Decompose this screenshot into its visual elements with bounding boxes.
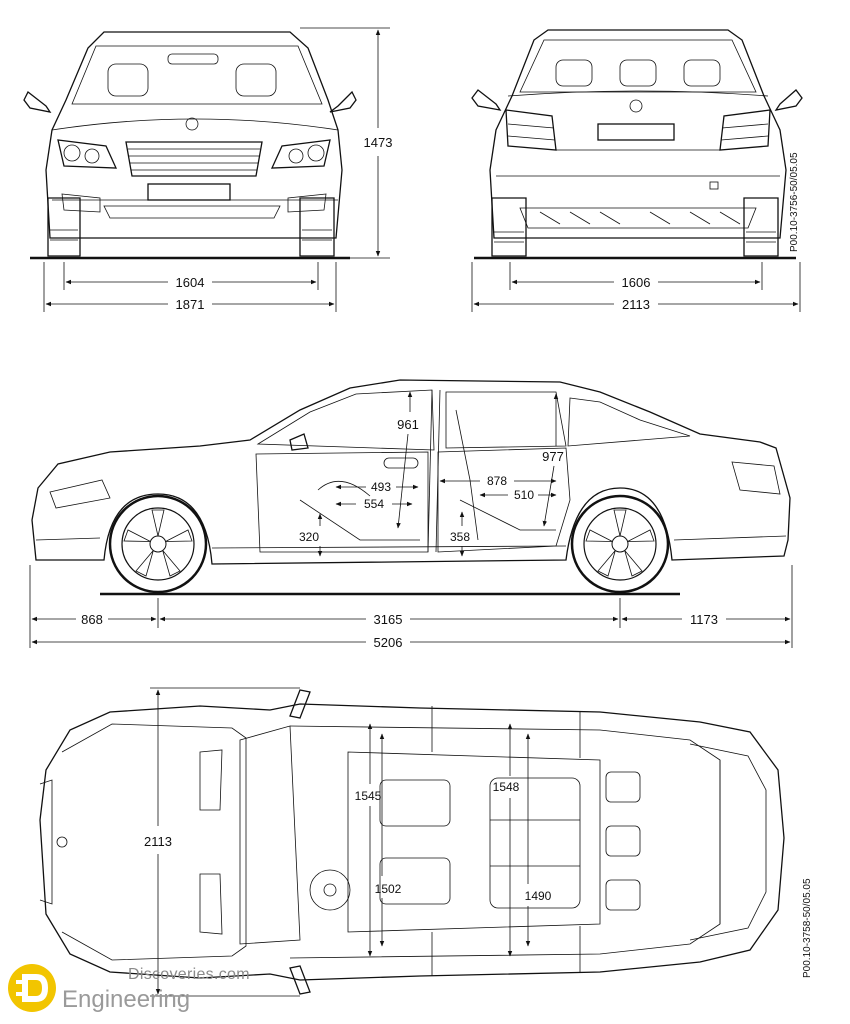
front-seat-height-label: 320 [299,530,319,544]
front-width-label: 1871 [176,297,205,312]
rear-seat-height-label: 358 [450,530,470,544]
front-seat-depth-label: 493 [371,480,391,494]
rear-legroom-label: 510 [514,488,534,502]
rear-view: 1606 2113 P00.10-3756-50/05.05 [471,29,803,312]
rear-headroom-label: 977 [542,449,564,464]
front-hip-label: 1502 [375,882,402,896]
rear-hip-label: 1490 [525,889,552,903]
front-overhang-label: 868 [81,612,103,627]
front-height-label: 1473 [364,135,393,150]
engineering-discoveries-logo-icon [8,964,56,1012]
front-shoulder-label: 1545 [355,789,382,803]
rear-drawing-code: P00.10-3756-50/05.05 [789,152,800,252]
front-track-label: 1604 [176,275,205,290]
wheelbase-label: 3165 [374,612,403,627]
overall-length-label: 5206 [374,635,403,650]
top-drawing-code: P00.10-3758-50/05.05 [802,878,813,978]
front-view: 1473 1604 1871 [23,27,393,312]
rear-track-label: 1606 [622,275,651,290]
watermark-line1: Discoveries.com [128,966,250,983]
front-headroom-label: 961 [397,417,419,432]
rear-shoulder-label: 1548 [493,780,520,794]
rear-width-label: 2113 [622,297,650,312]
side-view: 961 977 493 554 878 510 320 358 868 316 [29,379,793,650]
top-width-label: 2113 [144,834,172,849]
top-view: 2113 1545 1548 1502 1490 P00.10-3758-50/… [39,687,813,997]
rear-overhang-label: 1173 [690,612,718,627]
front-legroom-label: 554 [364,497,384,511]
watermark-line2: Engineering [62,986,191,1013]
rear-seat-depth-label: 878 [487,474,507,488]
